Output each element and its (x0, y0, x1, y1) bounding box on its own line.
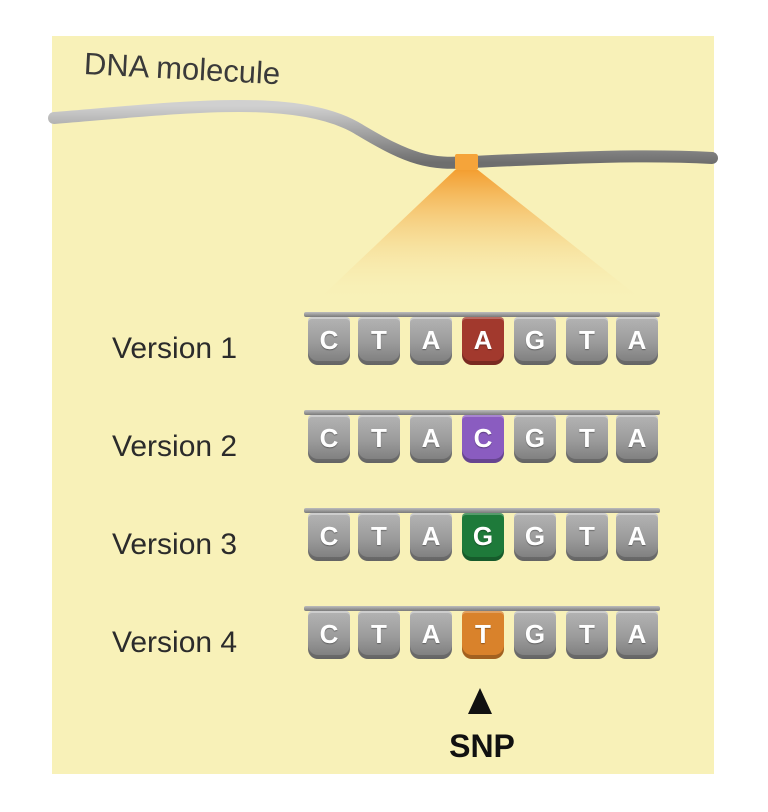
nucleotide-base: G (514, 611, 556, 659)
snp-arrow-icon (468, 688, 492, 714)
snp-label: SNP (449, 728, 515, 764)
snp-base: A (462, 317, 504, 365)
nucleotide-base: C (308, 611, 350, 659)
nucleotide-base: A (616, 317, 658, 365)
nucleotide-base: G (514, 415, 556, 463)
nucleotide-base: C (308, 317, 350, 365)
nucleotide-base: A (410, 415, 452, 463)
snp-base: G (462, 513, 504, 561)
nucleotide-base: T (566, 415, 608, 463)
dna-strand (48, 100, 718, 169)
row-label: Version 3 (112, 528, 238, 561)
nucleotide-base: T (358, 415, 400, 463)
snp-base: T (462, 611, 504, 659)
nucleotide-base: A (616, 611, 658, 659)
snp-base: C (462, 415, 504, 463)
backbone-strand (304, 508, 660, 513)
nucleotide-base: A (410, 611, 452, 659)
nucleotide-base: G (514, 317, 556, 365)
nucleotide-base: T (566, 611, 608, 659)
backbone-strand (304, 410, 660, 415)
nucleotide-base: A (410, 317, 452, 365)
row-label: Version 2 (112, 430, 238, 463)
nucleotide-base: C (308, 415, 350, 463)
nucleotide-base: T (358, 317, 400, 365)
backbone-strand (304, 606, 660, 611)
nucleotide-base: A (410, 513, 452, 561)
nucleotide-base: C (308, 513, 350, 561)
nucleotide-base: A (616, 415, 658, 463)
zoom-cone (320, 170, 640, 298)
row-label: Version 1 (112, 332, 238, 365)
nucleotide-base: T (566, 317, 608, 365)
nucleotide-base: T (358, 513, 400, 561)
nucleotide-base: G (514, 513, 556, 561)
row-label: Version 4 (112, 626, 238, 659)
nucleotide-base: T (358, 611, 400, 659)
nucleotide-base: T (566, 513, 608, 561)
snp-highlight-spot (455, 154, 478, 170)
backbone-strand (304, 312, 660, 317)
nucleotide-base: A (616, 513, 658, 561)
